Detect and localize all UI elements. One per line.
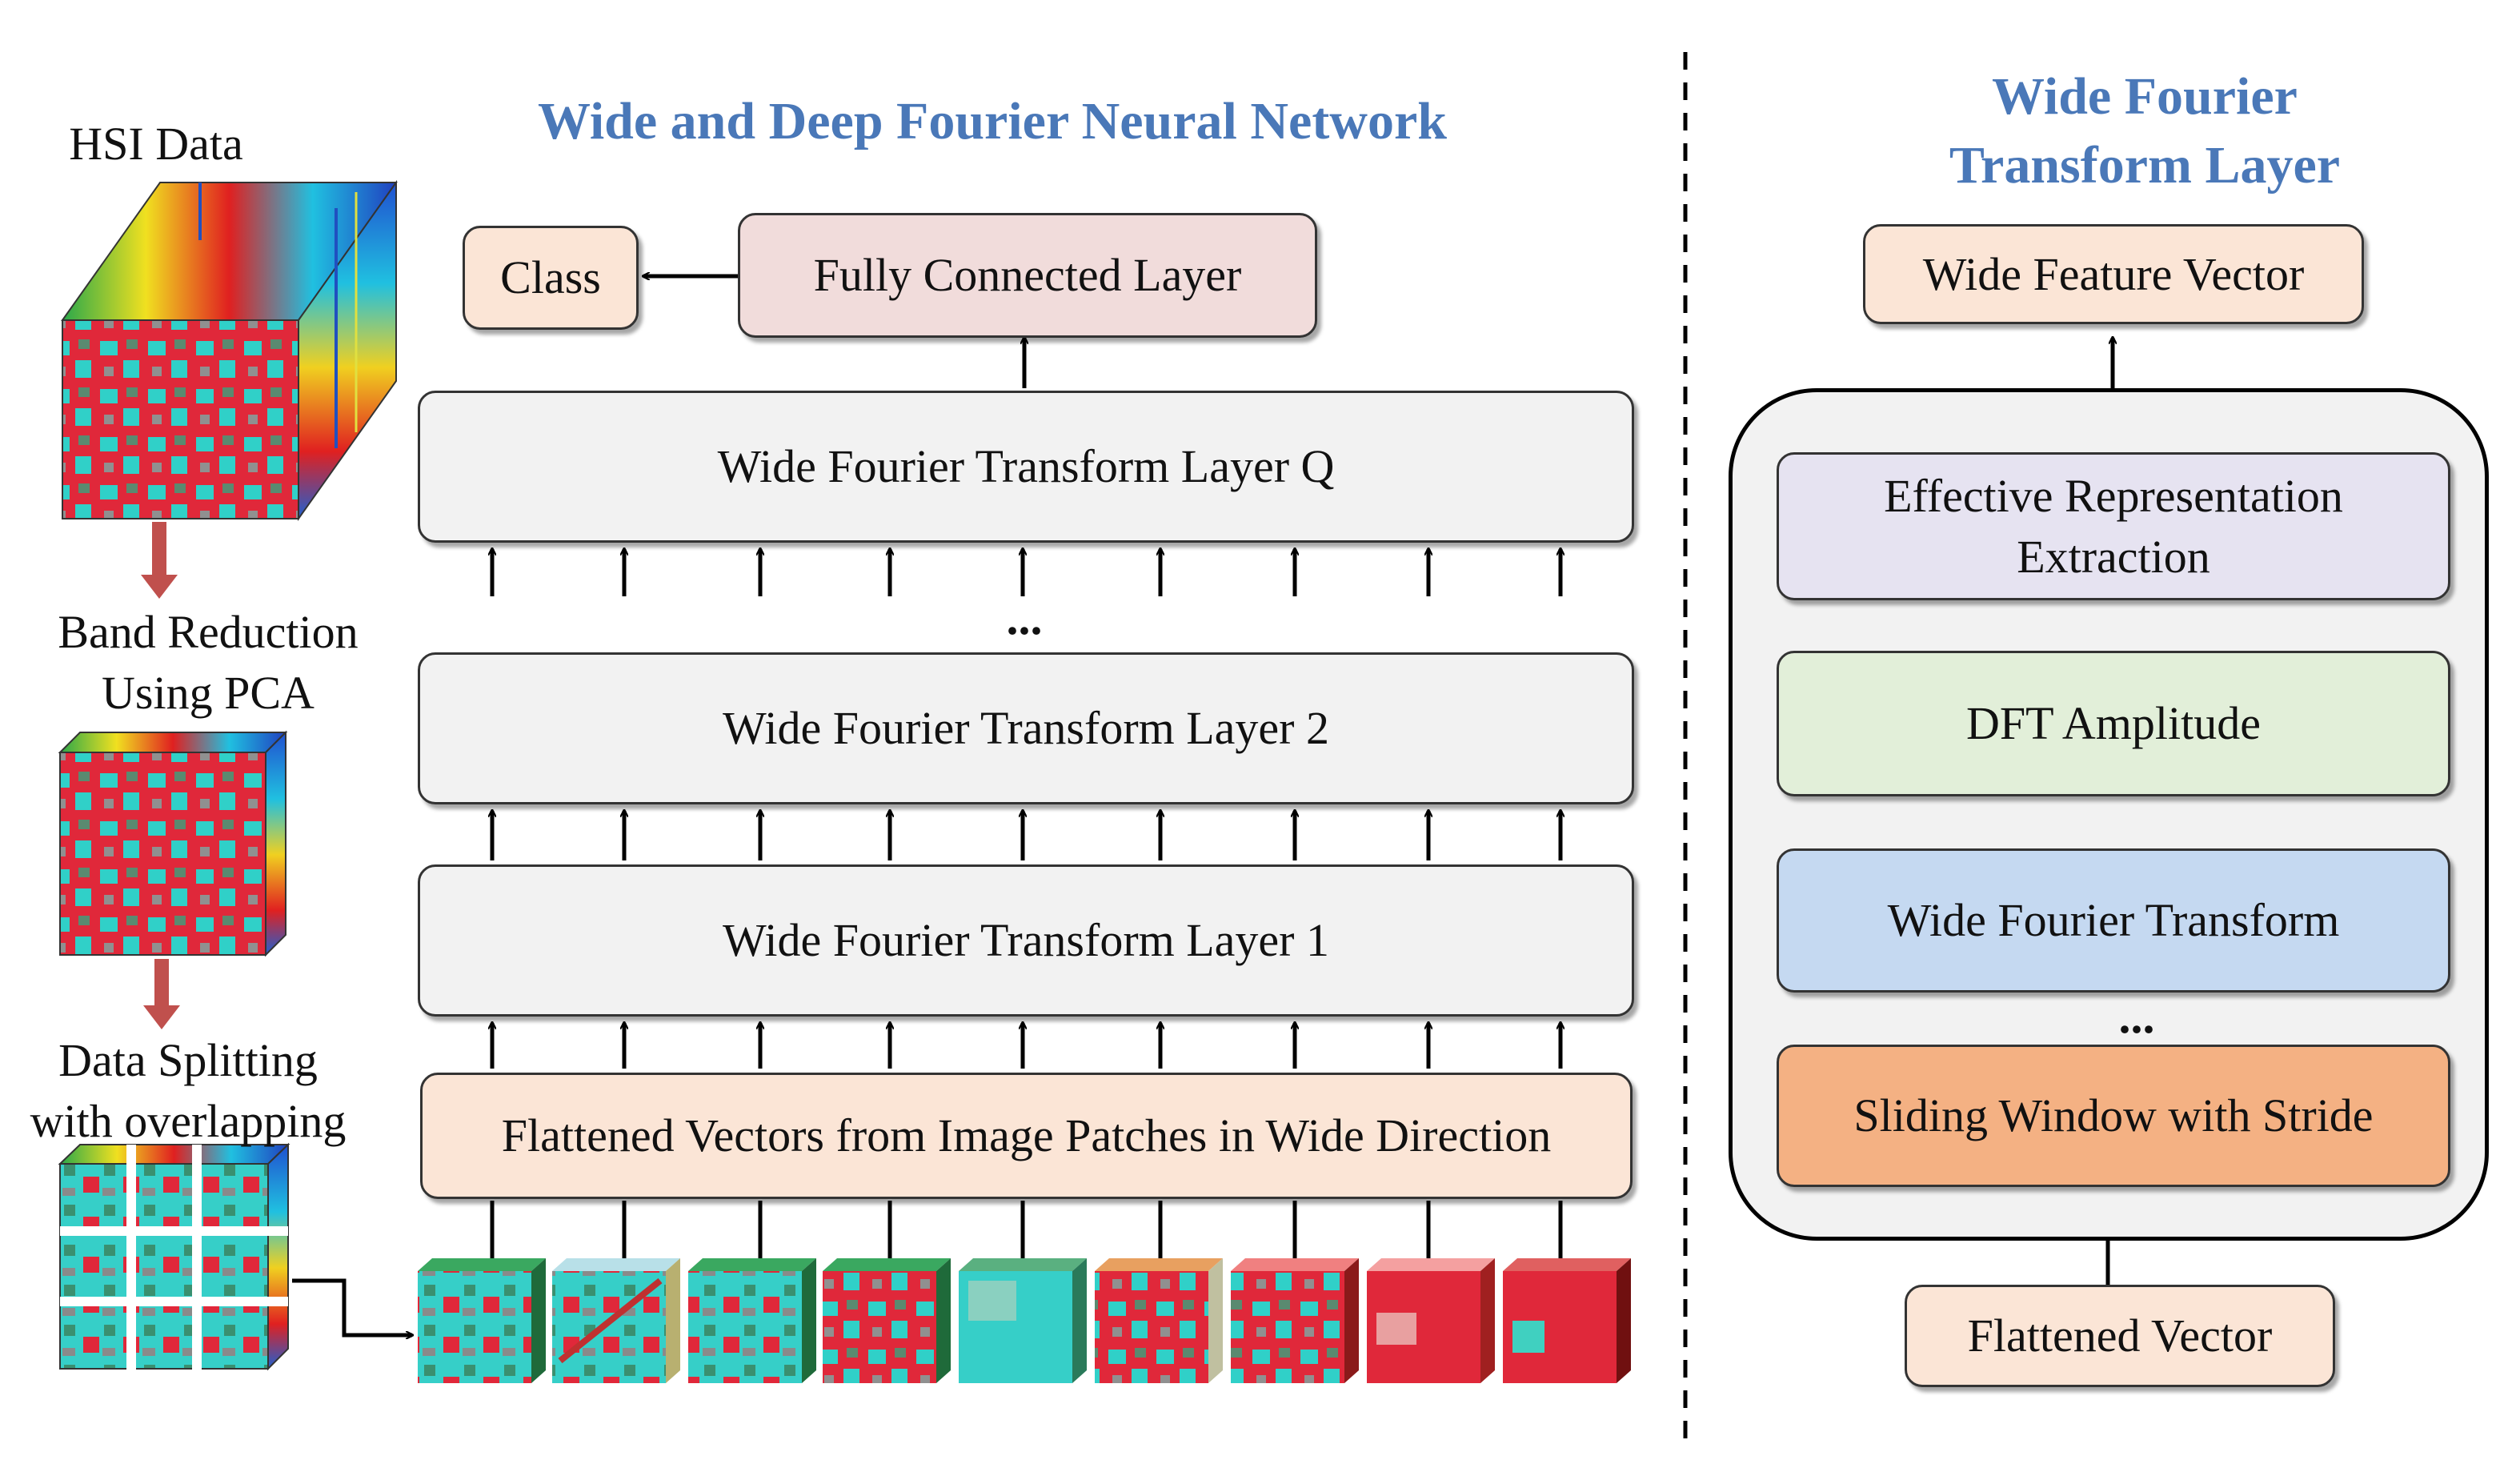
patch-cubes <box>418 1258 1631 1383</box>
hsi-data-label: HSI Data <box>69 118 243 170</box>
effective-representation-box: Effective Representation Extraction <box>1777 452 2450 600</box>
patch-cube-1 <box>418 1258 546 1383</box>
split-cube <box>58 1142 290 1371</box>
patch-cube-5 <box>959 1258 1087 1383</box>
detail-panel-title: Wide Fourier Transform Layer <box>1949 67 2341 195</box>
main-arrows <box>492 549 1560 1069</box>
class-box: Class <box>463 226 639 330</box>
patch-cube-3 <box>688 1258 816 1383</box>
patch-cube-4 <box>823 1258 951 1383</box>
data-splitting-label: Data Splitting with overlapping <box>30 1034 347 1147</box>
reduction-arrow-1 <box>141 522 178 599</box>
patch-cube-8 <box>1367 1258 1495 1383</box>
split-to-patches-arrow <box>292 1278 412 1335</box>
detail-ellipsis: ... <box>2118 990 2155 1043</box>
wide-fourier-layer-q-box: Wide Fourier Transform Layer Q <box>418 391 1634 543</box>
layers-ellipsis: ... <box>1006 592 1043 644</box>
flattened-vector-box: Flattened Vector <box>1905 1285 2335 1387</box>
hsi-data-cube <box>61 179 398 522</box>
wide-fourier-layer-1-box: Wide Fourier Transform Layer 1 <box>418 864 1634 1017</box>
flattened-vectors-box: Flattened Vectors from Image Patches in … <box>420 1073 1633 1199</box>
patch-lines <box>490 1201 1563 1258</box>
reduction-arrow-2 <box>143 959 180 1029</box>
dft-amplitude-box: DFT Amplitude <box>1777 651 2450 796</box>
patch-cube-7 <box>1231 1258 1359 1383</box>
wide-feature-vector-box: Wide Feature Vector <box>1863 224 2364 324</box>
fully-connected-layer-box: Fully Connected Layer <box>738 213 1317 338</box>
wide-fourier-transform-box: Wide Fourier Transform <box>1777 848 2450 993</box>
band-reduction-label: Band Reduction Using PCA <box>58 606 359 719</box>
pca-cube <box>58 730 288 957</box>
patch-cube-9 <box>1503 1258 1631 1383</box>
sliding-window-box: Sliding Window with Stride <box>1777 1045 2450 1187</box>
main-diagram-title: Wide and Deep Fourier Neural Network <box>538 92 1447 150</box>
patch-cube-6 <box>1095 1258 1223 1383</box>
wide-fourier-layer-2-box: Wide Fourier Transform Layer 2 <box>418 652 1634 804</box>
patch-cube-2 <box>552 1258 680 1383</box>
